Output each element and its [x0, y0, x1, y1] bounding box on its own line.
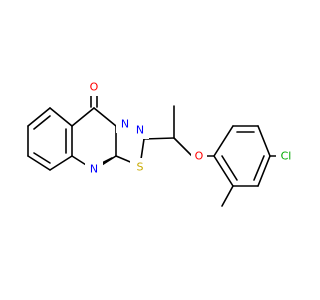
atom-label-bg [131, 121, 149, 139]
atom-label: O [90, 81, 99, 94]
atom-label: S [137, 161, 144, 174]
atom-label-bg [87, 78, 101, 96]
atom-label: N [136, 124, 144, 137]
atom-label-bg [85, 160, 103, 178]
atom-label-bg [191, 147, 207, 165]
bond-lines [27, 87, 282, 207]
atom-label: N [90, 163, 98, 176]
atom-label-bg [130, 158, 150, 176]
atom-label: Cl [281, 150, 292, 163]
atom-label-bg [276, 147, 296, 165]
atom-label-bg [116, 115, 134, 133]
atom-label: N [121, 118, 129, 131]
molecule-structure: O N N N S O Cl [27, 78, 296, 207]
atom-label: O [195, 150, 204, 163]
